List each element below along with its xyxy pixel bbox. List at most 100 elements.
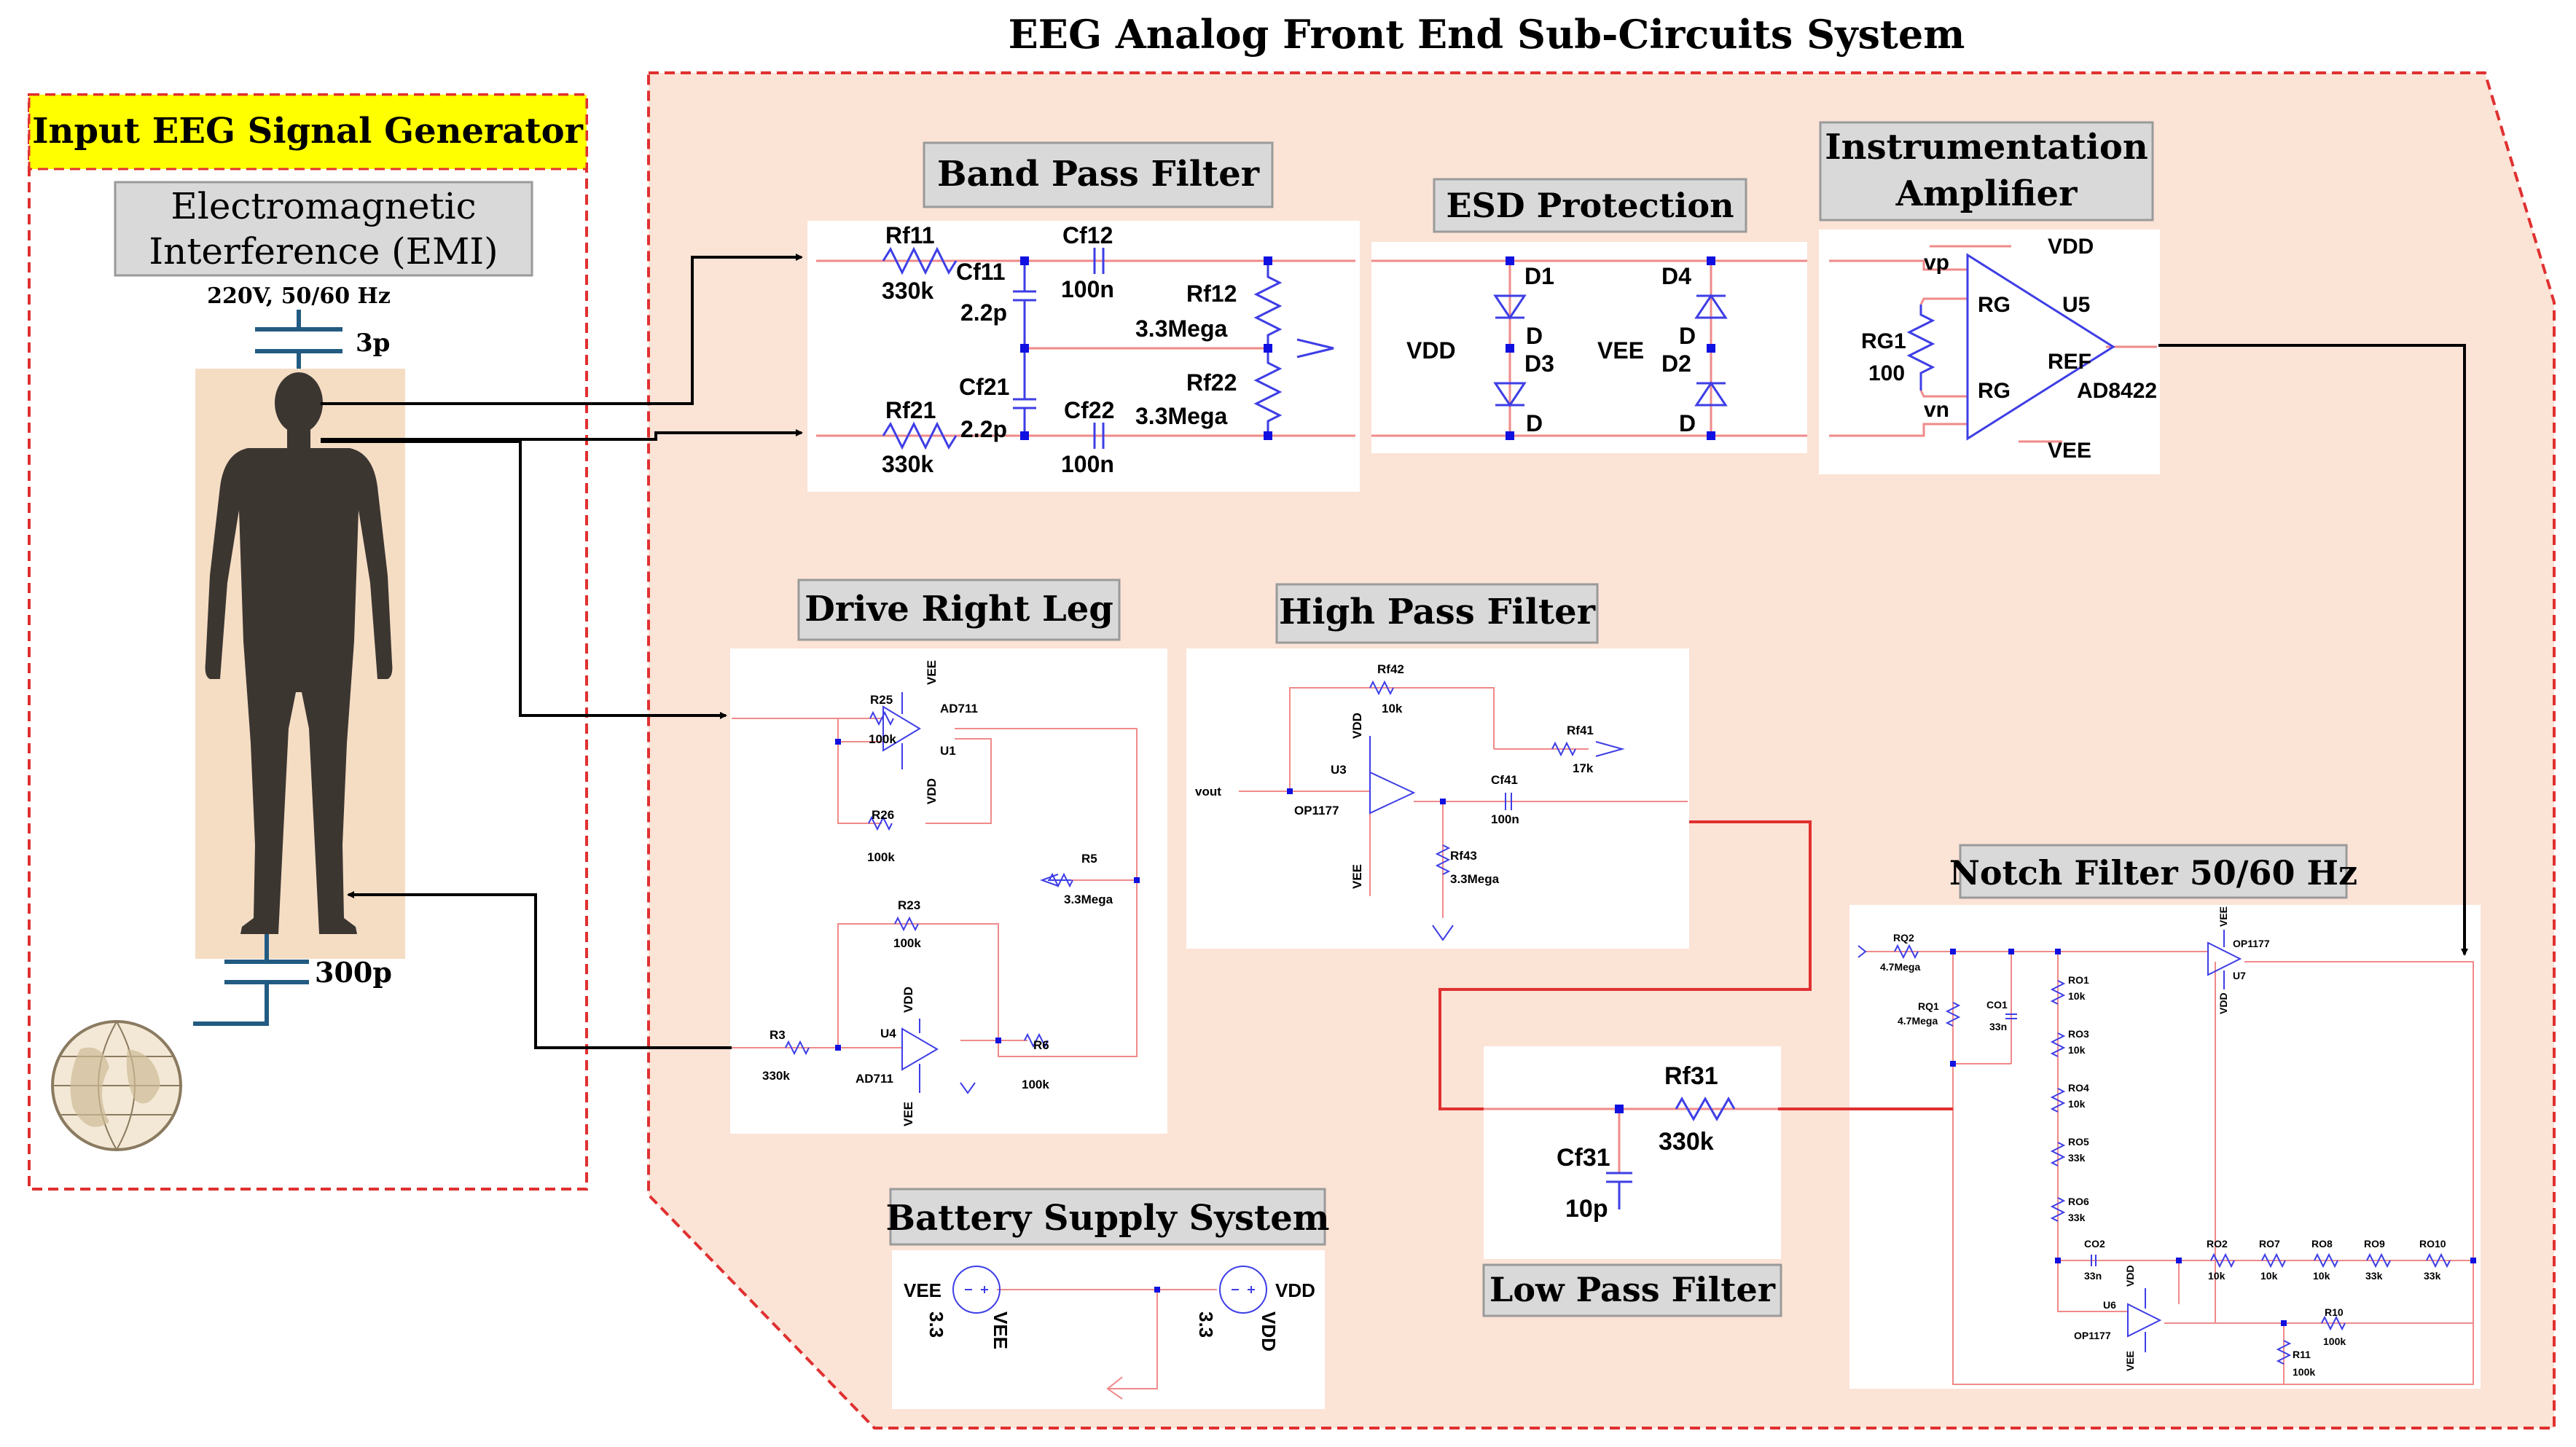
emi-label-line1: Electromagnetic	[171, 185, 476, 227]
bpf-label: 3.3Mega	[1135, 315, 1227, 342]
drl-label: 100k	[869, 732, 896, 746]
notch-label: 33n	[2084, 1270, 2102, 1282]
notch-label: 33k	[2365, 1270, 2383, 1282]
bpf-label: 100n	[1061, 276, 1114, 302]
notch-label: 10k	[2208, 1270, 2225, 1282]
esd-label: D	[1679, 410, 1696, 436]
esd-label: VEE	[1597, 337, 1644, 364]
esd-label: D	[1526, 323, 1543, 349]
notch-label: RO4	[2068, 1082, 2089, 1094]
hpf-label: 10k	[1382, 702, 1403, 715]
generator-title-box	[28, 93, 588, 170]
notch-label: RO5	[2068, 1136, 2089, 1148]
notch-label: 33k	[2424, 1270, 2441, 1282]
notch-label: 100k	[2293, 1366, 2315, 1378]
battery-label: 3.3	[925, 1311, 947, 1338]
notch-label: RO3	[2068, 1028, 2089, 1040]
battery-label: VDD	[1275, 1279, 1315, 1301]
notch-label: VDD	[2124, 1265, 2136, 1287]
drl-label: VDD	[925, 778, 939, 804]
bpf-label: 330k	[882, 451, 933, 477]
notch-label: CO1	[1986, 999, 2008, 1011]
hpf-title-box	[1275, 583, 1599, 644]
esd-label: VDD	[1406, 337, 1456, 364]
hpf-label: OP1177	[1294, 804, 1339, 817]
bpf-label: Rf21	[885, 397, 936, 423]
emi-label-box	[114, 181, 533, 277]
drl-label: R5	[1081, 852, 1097, 866]
bpf-label: 100n	[1061, 451, 1114, 477]
bpf-label: Rf12	[1186, 281, 1237, 307]
drl-label: R23	[898, 898, 920, 912]
notch-label: RO6	[2068, 1196, 2089, 1207]
drl-label: R6	[1033, 1038, 1049, 1052]
bpf-label: Cf11	[956, 259, 1006, 285]
inamp-label: AD8422	[2077, 379, 2157, 403]
drl-label: U4	[880, 1027, 896, 1040]
notch-label: RO2	[2207, 1238, 2228, 1250]
battery-label: VEE	[990, 1311, 1011, 1349]
hpf-label: vout	[1195, 785, 1221, 799]
bpf-label: Cf12	[1062, 222, 1113, 248]
battery-supply-block: Battery Supply System VEE 3.3 VEE 3.3 VD…	[885, 1188, 1330, 1409]
hpf-label: 17k	[1573, 761, 1594, 775]
cap-bottom-label: 300p	[315, 956, 392, 989]
hpf-label: 100n	[1491, 812, 1519, 826]
bpf-label: Cf21	[959, 374, 1009, 400]
lpf-label: 10p	[1565, 1195, 1608, 1223]
notch-label: 10k	[2068, 1098, 2086, 1110]
drl-label: VDD	[901, 987, 915, 1013]
bpf-label: Rf11	[885, 222, 935, 248]
human-body-icon	[205, 372, 393, 934]
notch-label: 10k	[2313, 1270, 2330, 1282]
notch-label: RO8	[2311, 1238, 2333, 1250]
cap-top-label: 3p	[356, 329, 390, 358]
notch-label: R11	[2293, 1349, 2311, 1360]
inamp-label: U5	[2062, 293, 2090, 317]
drl-label: R26	[872, 808, 894, 822]
drl-label: 100k	[867, 850, 895, 864]
inamp-title-box	[1819, 121, 2154, 221]
esd-protection-block: ESD Protection D1 D D3 D VDD D4 D D2 D	[1371, 178, 1807, 453]
esd-title: ESD Protection	[1446, 186, 1734, 225]
drl-title-box	[797, 579, 1121, 641]
inamp-label: VDD	[2048, 235, 2094, 259]
esd-label: D	[1526, 410, 1543, 436]
notch-label: RO7	[2259, 1238, 2280, 1250]
battery-label: VDD	[1258, 1311, 1280, 1352]
hpf-label: VEE	[1350, 864, 1364, 889]
lpf-title: Low Pass Filter	[1489, 1270, 1776, 1309]
inamp-label: RG1	[1861, 329, 1906, 353]
notch-label: OP1177	[2233, 938, 2270, 949]
drl-label: 330k	[762, 1069, 790, 1083]
esd-label: D2	[1661, 350, 1691, 377]
notch-label: RO10	[2419, 1238, 2446, 1250]
drive-right-leg-block: Drive Right Leg	[730, 579, 1167, 1134]
notch-label: 33k	[2068, 1212, 2086, 1223]
bpf-label: 2.2p	[960, 299, 1007, 326]
notch-label: 4.7Mega	[1898, 1015, 1938, 1027]
drl-label: R25	[870, 693, 893, 707]
lpf-label: Rf31	[1664, 1062, 1718, 1090]
esd-label: D3	[1524, 350, 1554, 377]
drl-label: VEE	[901, 1102, 915, 1126]
battery-title: Battery Supply System	[885, 1198, 1329, 1239]
drl-label: 100k	[893, 936, 921, 950]
inamp-title-line2: Amplifier	[1895, 173, 2078, 214]
notch-label: U7	[2233, 970, 2246, 981]
hpf-label: Rf43	[1450, 849, 1477, 863]
bpf-label: Rf22	[1186, 369, 1237, 396]
esd-label: D	[1679, 323, 1696, 349]
emi-label-line2: Interference (EMI)	[149, 230, 498, 272]
inamp-label: REF	[2048, 350, 2091, 374]
notch-title-box	[1959, 844, 2348, 899]
bpf-label: Cf22	[1064, 397, 1114, 423]
inamp-title-line1: Instrumentation	[1825, 127, 2148, 168]
drl-label: R3	[770, 1028, 786, 1042]
notch-label: RQ2	[1893, 932, 1914, 944]
band-pass-title: Band Pass Filter	[937, 154, 1260, 195]
bpf-label: 3.3Mega	[1135, 403, 1227, 429]
notch-label: CO2	[2084, 1238, 2105, 1250]
bpf-label: 2.2p	[960, 416, 1007, 442]
